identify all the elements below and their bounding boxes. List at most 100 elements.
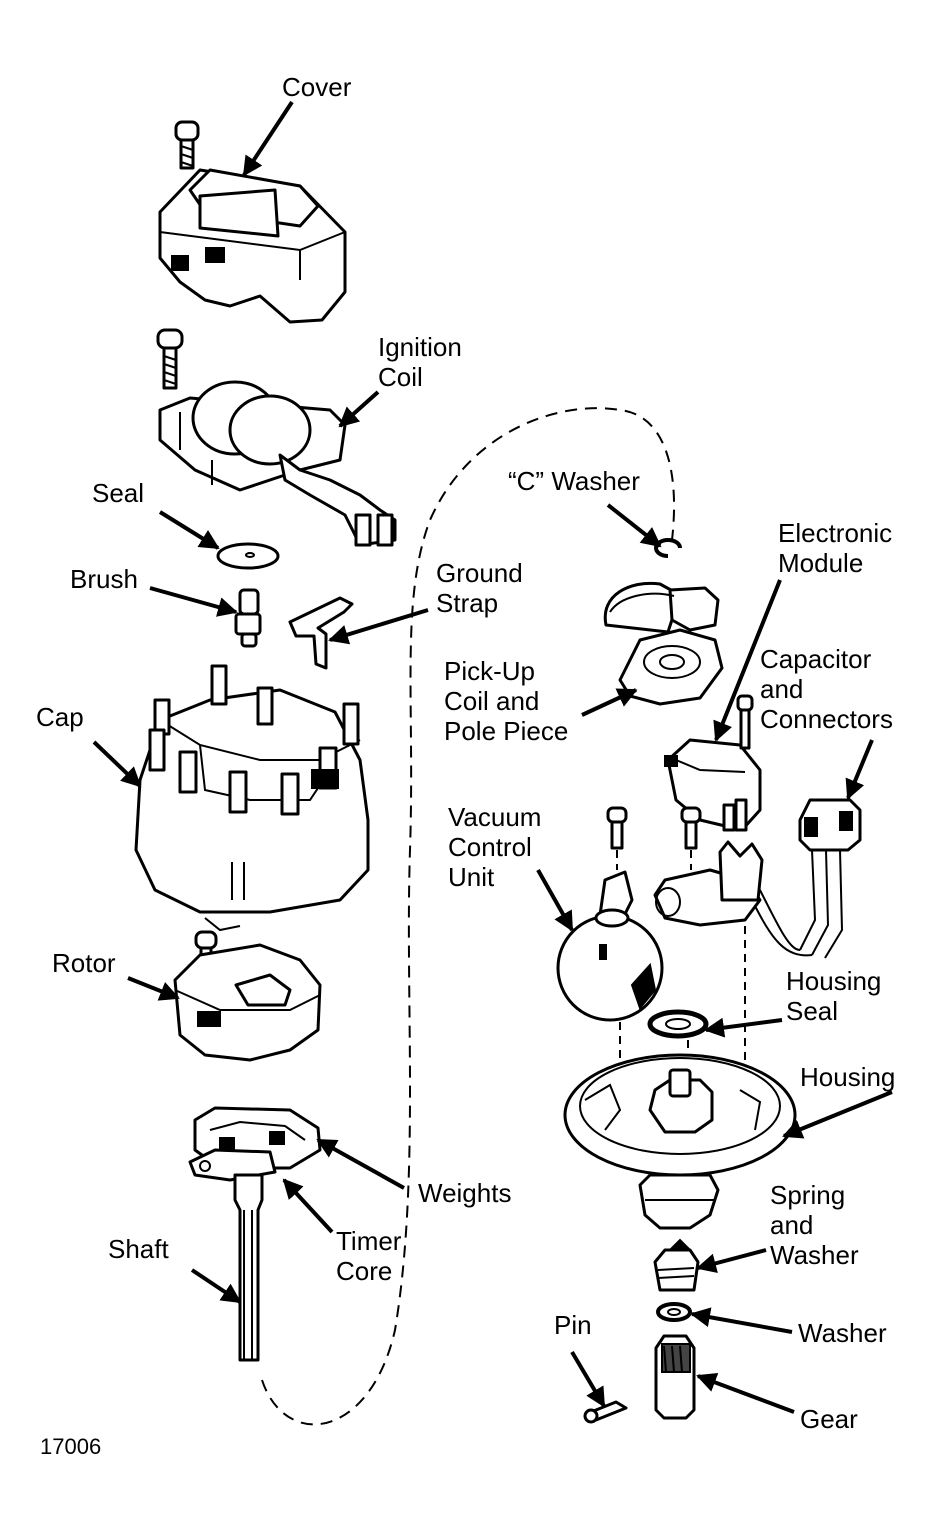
label-rotor: Rotor	[52, 948, 116, 978]
ground-strap-part	[288, 596, 354, 670]
gear-arrow	[696, 1372, 795, 1414]
c-washer-part	[654, 538, 682, 558]
label-cover-line: Cover	[282, 72, 352, 102]
label-spring-washer-line: Washer	[770, 1240, 859, 1270]
shaft-part	[233, 1173, 264, 1362]
weights-part	[188, 1106, 322, 1182]
label-brush-line: Brush	[70, 564, 138, 594]
timer-core-arrow	[282, 1178, 334, 1234]
housing-part	[563, 1053, 797, 1230]
label-weights-line: Weights	[418, 1178, 512, 1208]
label-pin-line: Pin	[554, 1310, 592, 1340]
label-rotor-line: Rotor	[52, 948, 116, 978]
label-housing-seal-line: Housing	[786, 966, 882, 996]
vacuum-control-arrow	[536, 869, 574, 932]
label-shaft: Shaft	[108, 1234, 169, 1264]
module-screw	[736, 694, 754, 750]
shaft-arrow	[190, 1268, 242, 1304]
seal-hole	[245, 552, 255, 558]
label-ignition-coil-line: Ignition	[378, 332, 462, 362]
weights-arrow	[316, 1138, 405, 1190]
label-cover: Cover	[282, 72, 351, 102]
coil-bolt	[156, 328, 184, 390]
washer-part	[656, 1302, 692, 1322]
label-housing-seal-line: Seal	[786, 996, 839, 1026]
pickup-coil-arrow	[581, 688, 638, 717]
cover-screw	[174, 120, 200, 170]
label-cap: Cap	[36, 702, 84, 732]
ground-strap-arrow	[328, 608, 429, 645]
vacuum-screw-right	[680, 806, 702, 850]
label-washer: Washer	[798, 1318, 887, 1348]
label-electronic-module-line: Module	[778, 548, 864, 578]
label-cap-line: Cap	[36, 702, 84, 732]
capacitor-arrow	[845, 739, 874, 800]
label-capacitor-line: Connectors	[760, 704, 893, 734]
label-c-washer-line: “C” Washer	[508, 466, 640, 496]
label-ignition-coil-line: Coil	[378, 362, 423, 392]
brush-arrow	[149, 586, 238, 617]
housing-seal-part	[647, 1009, 709, 1039]
label-seal-line: Seal	[92, 478, 145, 508]
washer-arrow	[690, 1307, 793, 1334]
label-c-washer: “C” Washer	[508, 466, 640, 496]
label-vacuum-control-line: Vacuum	[448, 802, 542, 832]
c-washer-arrow	[606, 503, 662, 548]
spring-and-washer-part	[653, 1238, 700, 1292]
cover-part	[158, 168, 347, 324]
label-vacuum-control-line: Control	[448, 832, 532, 862]
pole-assembly-part	[653, 840, 764, 927]
label-weights: Weights	[418, 1178, 511, 1208]
vacuum-screw-left	[606, 806, 628, 850]
label-pickup-coil-line: Coil and	[444, 686, 540, 716]
label-washer-line: Washer	[798, 1318, 887, 1348]
label-seal: Seal	[92, 478, 144, 508]
label-pickup-coil-line: Pole Piece	[444, 716, 569, 746]
electronic-module-arrow	[713, 579, 782, 742]
cover-arrow	[242, 100, 294, 177]
vacuum-control-part	[556, 870, 664, 1022]
pin-arrow	[570, 1350, 606, 1408]
label-housing: Housing	[800, 1062, 895, 1092]
label-capacitor-line: and	[760, 674, 804, 704]
rotor-part	[173, 943, 322, 1062]
label-ground-strap-line: Strap	[436, 588, 499, 618]
rotor-arrow	[127, 976, 180, 1001]
label-pickup-coil-line: Pick-Up	[444, 656, 536, 686]
electronic-module-part	[664, 738, 762, 832]
label-gear: Gear	[800, 1404, 858, 1434]
housing-seal-arrow	[704, 1017, 783, 1038]
ignition-coil-part	[158, 380, 397, 547]
label-spring-washer-line: and	[770, 1210, 814, 1240]
label-timer-core-line: Timer	[336, 1226, 402, 1256]
spring-washer-arrow	[696, 1248, 767, 1274]
cap-arrow	[92, 740, 142, 788]
label-timer-core-line: Core	[336, 1256, 393, 1286]
label-gear-line: Gear	[800, 1404, 858, 1434]
label-brush: Brush	[70, 564, 138, 594]
ignition-coil-arrow	[338, 390, 380, 428]
label-shaft-line: Shaft	[108, 1234, 169, 1264]
label-electronic-module-line: Electronic	[778, 518, 893, 548]
capacitor-part	[751, 798, 862, 959]
gear-part	[654, 1334, 696, 1420]
seal-arrow	[158, 510, 220, 550]
label-vacuum-control-line: Unit	[448, 862, 495, 892]
label-ground-strap-line: Ground	[436, 558, 523, 588]
pickup-coil-part	[603, 581, 724, 706]
label-spring-washer-line: Spring	[770, 1180, 846, 1210]
housing-arrow	[782, 1090, 893, 1139]
label-housing-line: Housing	[800, 1062, 896, 1092]
cap-part	[134, 664, 370, 932]
brush-part	[234, 588, 262, 648]
